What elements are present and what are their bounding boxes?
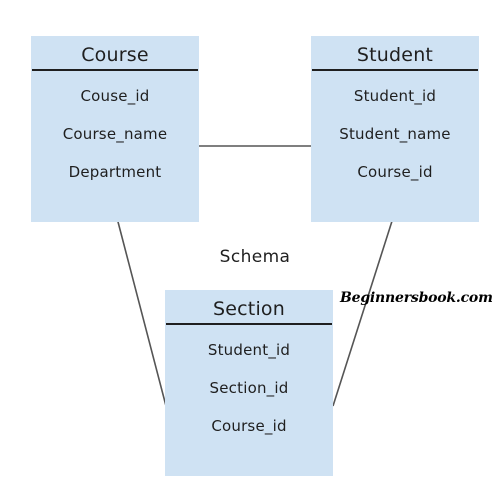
field-course-id: Course_id [211, 417, 287, 435]
field-department: Department [68, 163, 162, 181]
header-divider [166, 323, 332, 325]
table-title: Course [81, 44, 149, 66]
watermark: Beginnersbook.com [340, 290, 493, 306]
field-student-name: Student_name [339, 125, 451, 143]
table-title: Student [356, 44, 434, 66]
student-table: Student Student_id Student_name Course_i… [311, 36, 479, 222]
field-student-id: Student_id [207, 341, 291, 359]
header-divider [312, 69, 478, 71]
field-course-name: Course_name [62, 125, 168, 143]
field-course-id: Course_id [357, 163, 433, 181]
field-section-id: Section_id [209, 379, 289, 397]
schema-caption: Schema [219, 247, 291, 267]
table-title: Section [213, 298, 285, 320]
link-course-section [116, 217, 167, 407]
header-divider [32, 69, 198, 71]
link-student-section [332, 217, 394, 407]
field-couse-id: Couse_id [80, 87, 150, 105]
field-student-id: Student_id [353, 87, 437, 105]
section-table: Section Student_id Section_id Course_id [165, 290, 333, 476]
course-table: Course Couse_id Course_name Department [31, 36, 199, 222]
